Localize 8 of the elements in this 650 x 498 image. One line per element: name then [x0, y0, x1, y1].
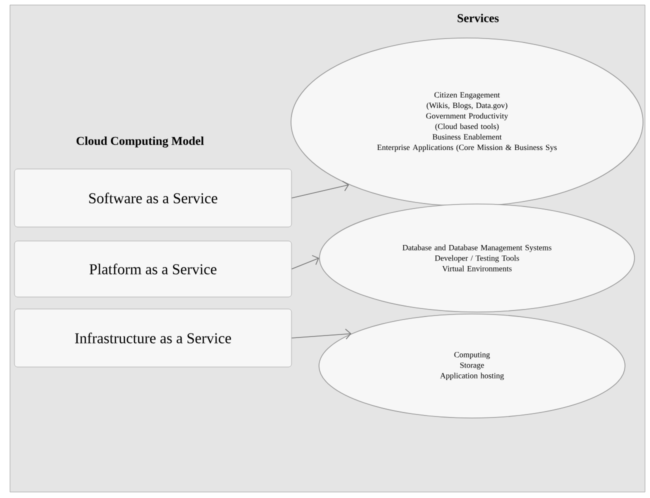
heading: Services: [458, 14, 499, 22]
arrow: [291, 328, 352, 340]
arrow: [291, 180, 350, 198]
heading: Cloud Computing Model: [76, 136, 204, 148]
service-box: Platform as a Service: [14, 240, 292, 298]
service-box: Software as a Service: [14, 168, 292, 228]
arrow: [291, 255, 320, 270]
service-box: Infrastructure as a Service: [14, 308, 292, 368]
